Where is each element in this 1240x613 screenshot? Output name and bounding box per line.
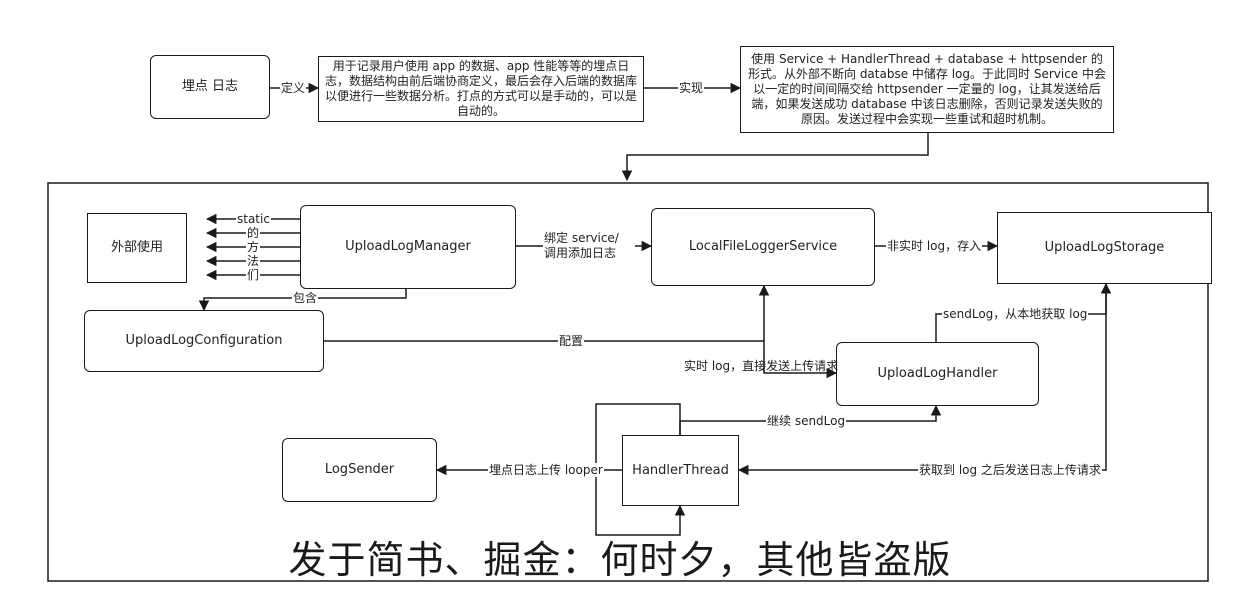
- edge-label-fetch-then-send: 获取到 log 之后发送日志上传请求: [918, 463, 1102, 477]
- edge-label-contains: 包含: [292, 291, 319, 305]
- log-sender-box: LogSender: [282, 438, 437, 502]
- external-use-label: 外部使用: [110, 240, 163, 255]
- edge-looper-loop: [595, 403, 681, 471]
- upload-log-manager-label: UploadLogManager: [345, 239, 471, 254]
- edge-fetch-then-send: [737, 284, 1107, 476]
- maidian-log-label: 埋点 日志: [181, 79, 239, 94]
- edge-label-define: 定义: [280, 81, 307, 95]
- upload-log-storage-box: UploadLogStorage: [997, 212, 1212, 284]
- implementation-text: 使用 Service + HandlerThread + database + …: [748, 52, 1106, 126]
- definition-box: 用于记录用户使用 app 的数据、app 性能等等的埋点日志，数据结构由前后端协…: [318, 56, 644, 122]
- edge-label-realtime: 实时 log，直接发送上传请求: [684, 359, 839, 373]
- edge-label-static-2: 方: [246, 240, 261, 254]
- upload-log-storage-label: UploadLogStorage: [1044, 240, 1165, 255]
- upload-log-handler-box: UploadLogHandler: [836, 342, 1039, 406]
- upload-log-configuration-box: UploadLogConfiguration: [84, 310, 324, 372]
- edge-label-continue-send: 继续 sendLog: [766, 414, 847, 428]
- upload-log-handler-label: UploadLogHandler: [877, 366, 998, 381]
- edge-label-upload-looper: 埋点日志上传 looper: [488, 463, 604, 477]
- edge-looper-loop-bottom: [595, 470, 686, 536]
- edge-label-non-realtime: 非实时 log，存入: [886, 239, 983, 253]
- edge-label-static-1: 的: [246, 226, 261, 240]
- edge-realtime: [763, 341, 838, 379]
- edge-label-static-0: static: [236, 212, 271, 226]
- edge-config: [324, 284, 770, 342]
- upload-log-manager-box: UploadLogManager: [300, 205, 516, 289]
- edge-label-config: 配置: [558, 334, 585, 348]
- upload-log-configuration-label: UploadLogConfiguration: [125, 333, 283, 348]
- handler-thread-box: HandlerThread: [622, 435, 739, 506]
- handler-thread-label: HandlerThread: [632, 462, 729, 478]
- main-frame: [47, 182, 1209, 582]
- edge-label-static-4: 们: [246, 268, 261, 282]
- local-file-logger-service-box: LocalFileLoggerService: [651, 208, 875, 286]
- edge-label-static-3: 法: [246, 254, 261, 268]
- edge-into-frame: [621, 133, 929, 182]
- maidian-log-box: 埋点 日志: [150, 55, 270, 119]
- edge-label-bind-service: 绑定 service/ 调用添加日志: [543, 231, 635, 261]
- definition-text: 用于记录用户使用 app 的数据、app 性能等等的埋点日志，数据结构由前后端协…: [325, 59, 638, 118]
- local-file-logger-service-label: LocalFileLoggerService: [688, 239, 838, 254]
- log-sender-label: LogSender: [324, 462, 395, 477]
- edge-label-implement: 实现: [678, 81, 705, 95]
- external-use-box: 外部使用: [87, 213, 187, 283]
- edge-label-send-log-local: sendLog，从本地获取 log: [942, 307, 1089, 321]
- watermark-text: 发于简书、掘金：何时夕，其他皆盗版: [288, 538, 952, 582]
- implementation-box: 使用 Service + HandlerThread + database + …: [740, 46, 1114, 133]
